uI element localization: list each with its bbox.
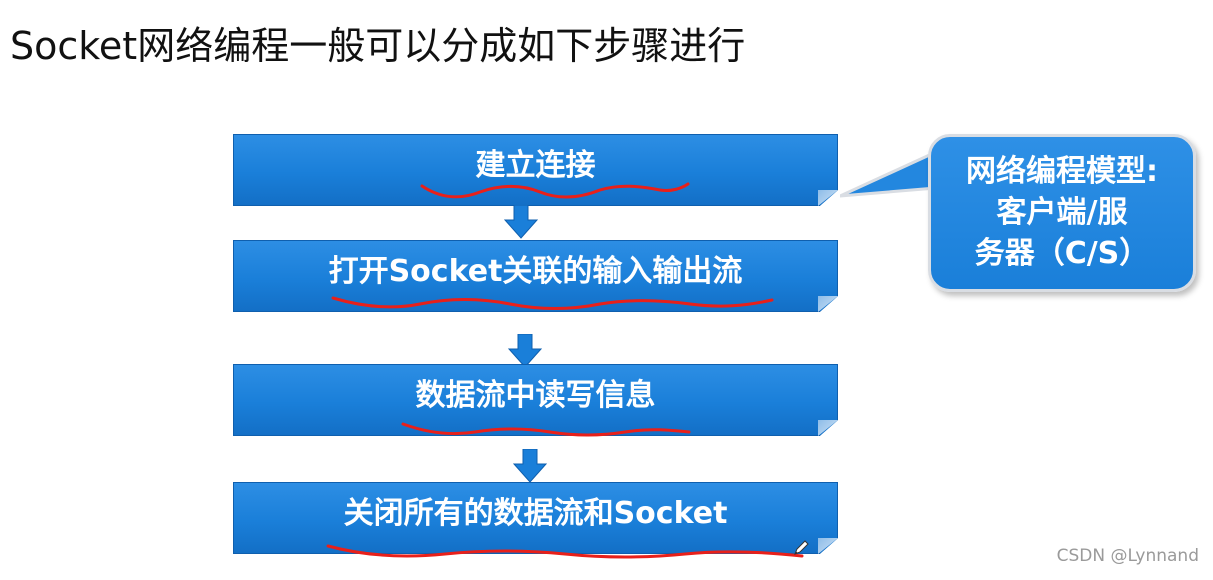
step-label: 建立连接 [475, 148, 596, 183]
red-underline [401, 422, 691, 437]
red-underline [331, 296, 774, 310]
callout-box: 网络编程模型: 客户端/服 务器（C/S） [928, 134, 1196, 292]
step-box-close-all: 关闭所有的数据流和Socket [233, 482, 838, 554]
step-box-connect: 建立连接 [233, 134, 838, 206]
red-underline [326, 544, 804, 559]
step-label: 打开Socket关联的输入输出流 [328, 254, 743, 289]
arrow-down-icon [503, 205, 539, 239]
step-box-open-streams: 打开Socket关联的输入输出流 [233, 240, 838, 312]
page-title: Socket网络编程一般可以分成如下步骤进行 [10, 24, 746, 68]
step-label: 数据流中读写信息 [415, 378, 656, 413]
callout-pointer [840, 150, 938, 198]
pen-cursor-icon [794, 540, 809, 555]
arrow-down-icon [512, 449, 548, 483]
step-box-read-write: 数据流中读写信息 [233, 364, 838, 436]
arrow-down-icon [507, 334, 543, 368]
red-underline [420, 182, 690, 199]
step-label: 关闭所有的数据流和Socket [343, 496, 728, 531]
watermark: CSDN @Lynnand [1056, 546, 1199, 566]
callout-line: 务器（C/S） [974, 236, 1150, 271]
callout-line: 客户端/服 [996, 195, 1128, 230]
callout-line: 网络编程模型: [966, 154, 1158, 189]
